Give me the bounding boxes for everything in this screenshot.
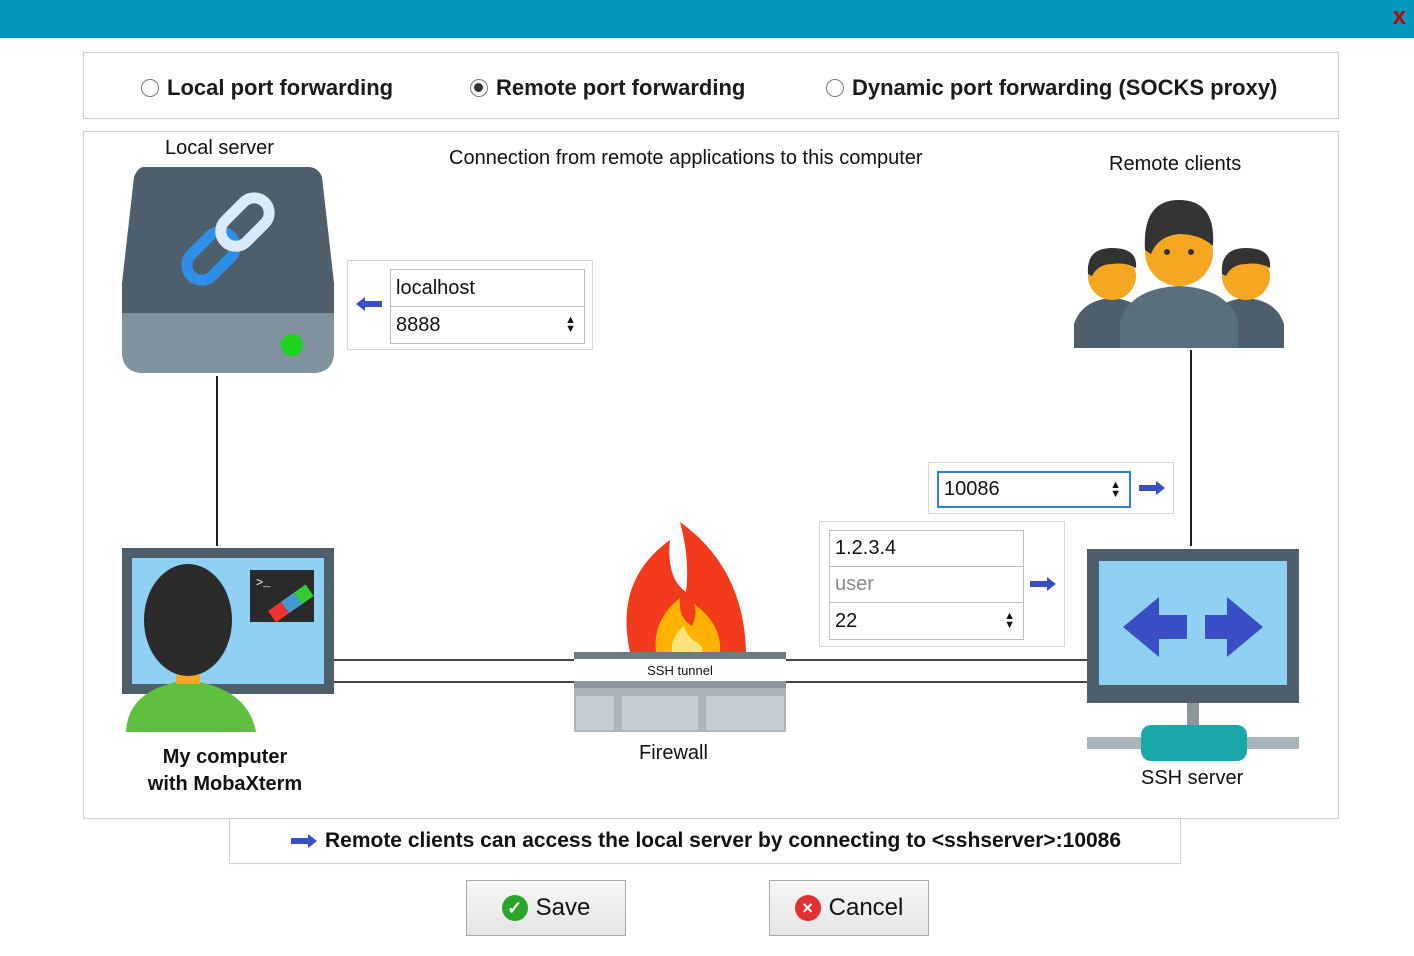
close-button[interactable]: x [1392,3,1406,30]
firewall-label: Firewall [639,742,708,764]
my-computer-label-line2: with MobaXterm [147,773,303,795]
radio-indicator [141,79,159,97]
checkmark-icon: ✓ [501,895,528,921]
my-computer-icon: >_ [122,548,334,732]
title-bar [0,0,1414,38]
svg-text:>_: >_ [256,576,271,590]
ssh-host-input[interactable]: 1.2.3.4 [829,530,1024,567]
local-server-icon [122,167,334,373]
remote-port-input[interactable]: 10086 ▲▼ [937,471,1131,508]
ssh-user-placeholder: user [835,573,874,595]
port-spinner-icon[interactable]: ▲▼ [1004,610,1015,631]
radio-label: Dynamic port forwarding (SOCKS proxy) [852,75,1278,100]
ssh-host-value: 1.2.3.4 [835,537,897,559]
arrow-right-icon [1139,481,1165,495]
ssh-server-icon [1087,549,1299,761]
connector-line [1190,350,1192,546]
ssh-port-input[interactable]: 22 ▲▼ [829,602,1024,640]
remote-port-value: 10086 [944,478,1000,500]
ssh-port-value: 22 [835,609,858,632]
radio-indicator-selected [470,79,488,97]
connection-description: Connection from remote applications to t… [449,147,923,169]
radio-dynamic-port-forwarding[interactable]: Dynamic port forwarding (SOCKS proxy) [826,75,1277,101]
arrow-right-icon [1030,577,1056,591]
port-spinner-icon[interactable]: ▲▼ [1110,478,1121,500]
summary-bar: Remote clients can access the local serv… [229,819,1181,864]
forwarding-mode-group: Local port forwarding Remote port forwar… [83,52,1339,119]
local-host-value: localhost [396,276,475,299]
remote-clients-icon [1074,200,1284,348]
cancel-button[interactable]: × Cancel [769,880,929,936]
save-button[interactable]: ✓ Save [466,880,626,936]
arrow-left-icon [356,297,382,311]
firewall-icon: SSH tunnel [574,522,786,732]
local-server-label: Local server [165,137,274,159]
radio-remote-port-forwarding[interactable]: Remote port forwarding [470,75,745,101]
ssh-server-label: SSH server [1141,767,1244,789]
remote-clients-label: Remote clients [1109,153,1242,175]
my-computer-label-line1: My computer [162,746,288,768]
local-port-value: 8888 [396,313,441,336]
ssh-user-input[interactable]: user [829,566,1024,603]
arrow-right-icon [290,834,317,848]
local-port-input[interactable]: 8888 ▲▼ [390,306,585,344]
port-spinner-icon[interactable]: ▲▼ [565,314,576,335]
connector-line [216,376,218,546]
cancel-icon: × [794,895,821,921]
radio-label: Remote port forwarding [496,75,746,100]
save-label: Save [535,894,591,921]
local-host-input[interactable]: localhost [390,269,585,307]
radio-local-port-forwarding[interactable]: Local port forwarding [141,75,393,101]
radio-label: Local port forwarding [167,75,394,100]
summary-text: Remote clients can access the local serv… [324,829,1122,852]
cancel-label: Cancel [828,894,904,921]
ssh-tunnel-label: SSH tunnel [647,663,713,678]
radio-indicator [826,79,844,97]
